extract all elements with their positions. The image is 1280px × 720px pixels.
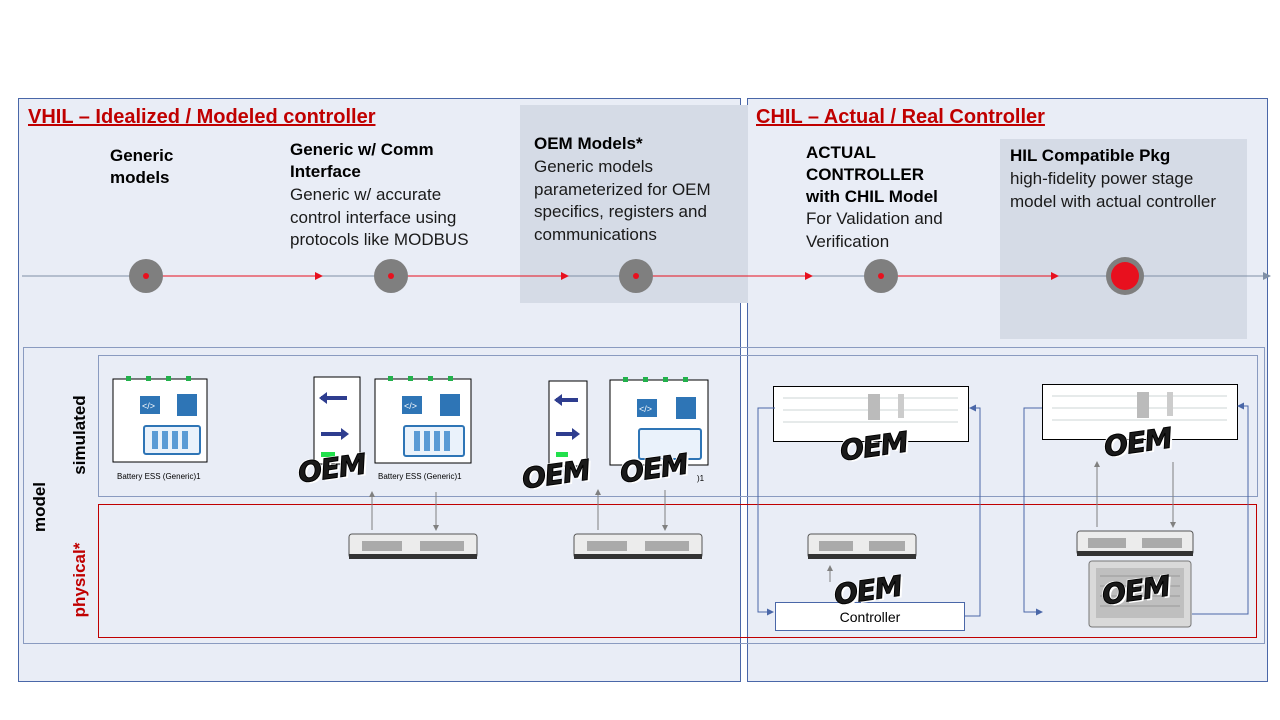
stage-2-desc: Generic w/ accurate control interface us… — [290, 185, 469, 249]
physical-axis-label: physical* — [70, 542, 89, 618]
stage-4-desc: For Validation and Verification — [806, 209, 943, 251]
hil-device-1 — [348, 533, 478, 559]
vhil-title: VHIL – Idealized / Modeled controller — [28, 106, 376, 128]
stage-1-title: Generic models — [110, 146, 174, 187]
svg-text:</>: </> — [404, 401, 417, 411]
comm-interface-block-3 — [548, 380, 588, 467]
hil-pkg-highlight — [1000, 139, 1247, 339]
stage-5-title: HIL Compatible Pkg — [1010, 146, 1171, 165]
hil-power-cabinet — [1088, 560, 1192, 628]
svg-text:</>: </> — [639, 404, 652, 414]
battery-ess-block-1: </> — [112, 376, 208, 463]
stage-4-title: ACTUAL CONTROLLER with CHIL Model — [806, 143, 938, 206]
controller-box: Controller — [775, 602, 965, 631]
hil-device-2 — [573, 533, 703, 559]
model-axis-label: model — [30, 481, 49, 533]
battery-ess-block-2: </> — [374, 376, 472, 464]
chil-power-stage-schematic-1 — [773, 386, 969, 442]
simulated-band — [98, 355, 1258, 497]
physical-band — [98, 504, 1257, 638]
battery-2-label: Battery ESS (Generic)1 — [378, 472, 462, 481]
battery-ess-block-3: </> — [609, 377, 709, 466]
simulated-axis-label: simulated — [70, 395, 89, 475]
hil-device-3 — [807, 533, 917, 559]
stage-5-desc: high-fidelity power stage model with act… — [1010, 169, 1216, 211]
model-area — [23, 347, 1265, 644]
chil-title: CHIL – Actual / Real Controller — [756, 106, 1045, 128]
stage-3-title: OEM Models* — [534, 134, 643, 153]
battery-3-label: )1 — [697, 474, 705, 483]
stage-3-desc: Generic models parameterized for OEM spe… — [534, 157, 711, 244]
comm-interface-block-2 — [313, 376, 361, 465]
hil-device-4 — [1076, 530, 1194, 556]
svg-text:</>: </> — [142, 401, 155, 411]
battery-1-label: Battery ESS (Generic)1 — [117, 472, 201, 481]
stage-2-title: Generic w/ Comm Interface — [290, 140, 434, 181]
